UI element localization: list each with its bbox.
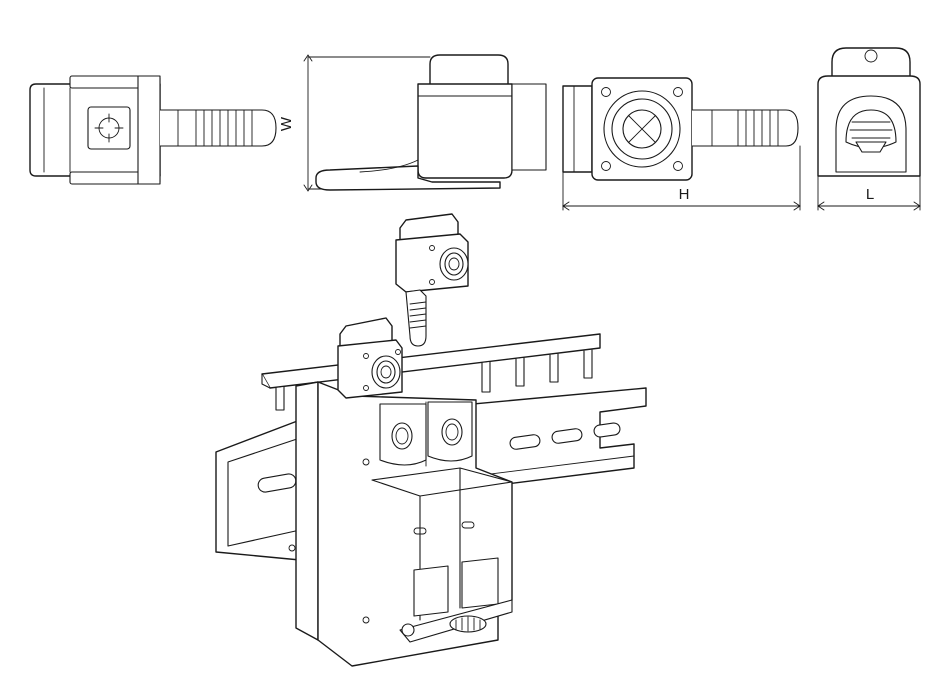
connector-face-view: H: [562, 77, 801, 211]
connector-side-view: W: [278, 54, 547, 192]
face-view-shaft-ribs: [737, 109, 779, 147]
connector-top-view: [29, 75, 277, 185]
connector-end-view: L: [817, 47, 921, 211]
mounted-connector: [337, 317, 403, 399]
threaded-shaft-ribs: [195, 109, 253, 147]
floating-connector: [395, 213, 469, 347]
height-label: H: [679, 186, 690, 203]
assembly-illustration: [215, 213, 647, 667]
circuit-breaker: [288, 381, 513, 667]
length-label: L: [866, 186, 874, 203]
width-label: W: [278, 116, 295, 131]
